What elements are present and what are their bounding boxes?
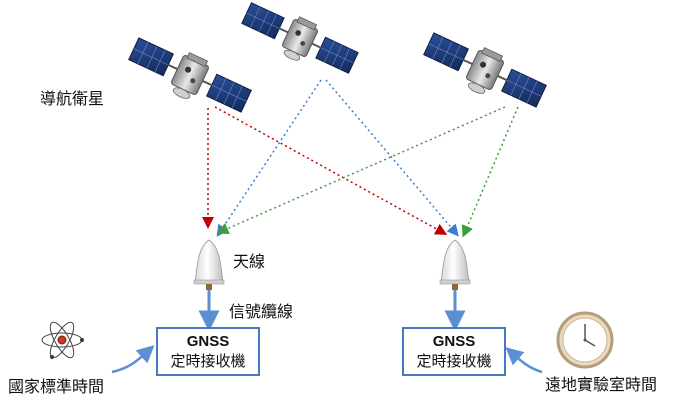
antenna-icon	[193, 239, 225, 290]
signal-green-to-antenna-2	[461, 106, 519, 238]
receiver-title: GNSS	[186, 333, 230, 350]
satellites-label: 導航衛星	[40, 89, 105, 108]
signal-blue-to-antenna-2	[325, 79, 459, 237]
signal-red-to-antenna-2	[214, 106, 448, 235]
gnss-receiver-1: GNSS 定時接收機	[156, 327, 260, 376]
satellite-icon	[417, 24, 551, 119]
receiver-title: GNSS	[432, 333, 476, 350]
signal-blue-to-antenna-1	[216, 79, 322, 237]
antenna-label: 天線	[233, 252, 266, 271]
national-time-arrow	[111, 345, 155, 374]
satellite-icon	[236, 0, 363, 85]
receiver-subtitle: 定時接收機	[416, 352, 492, 370]
satellite-icon	[122, 29, 256, 124]
signal-paths	[202, 79, 519, 238]
remote-lab-time-label: 遠地實驗室時間	[545, 375, 658, 394]
receiver-subtitle: 定時接收機	[170, 352, 246, 370]
national-time-label: 國家標準時間	[8, 377, 105, 396]
gnss-receiver-2: GNSS 定時接收機	[402, 327, 506, 376]
clock-icon	[556, 311, 614, 369]
remote-time-arrow	[505, 347, 543, 374]
antenna-icon	[439, 239, 471, 290]
cable-label: 信號纜線	[229, 302, 294, 321]
signal-green-to-antenna-1	[216, 106, 506, 235]
atom-icon	[41, 321, 85, 360]
